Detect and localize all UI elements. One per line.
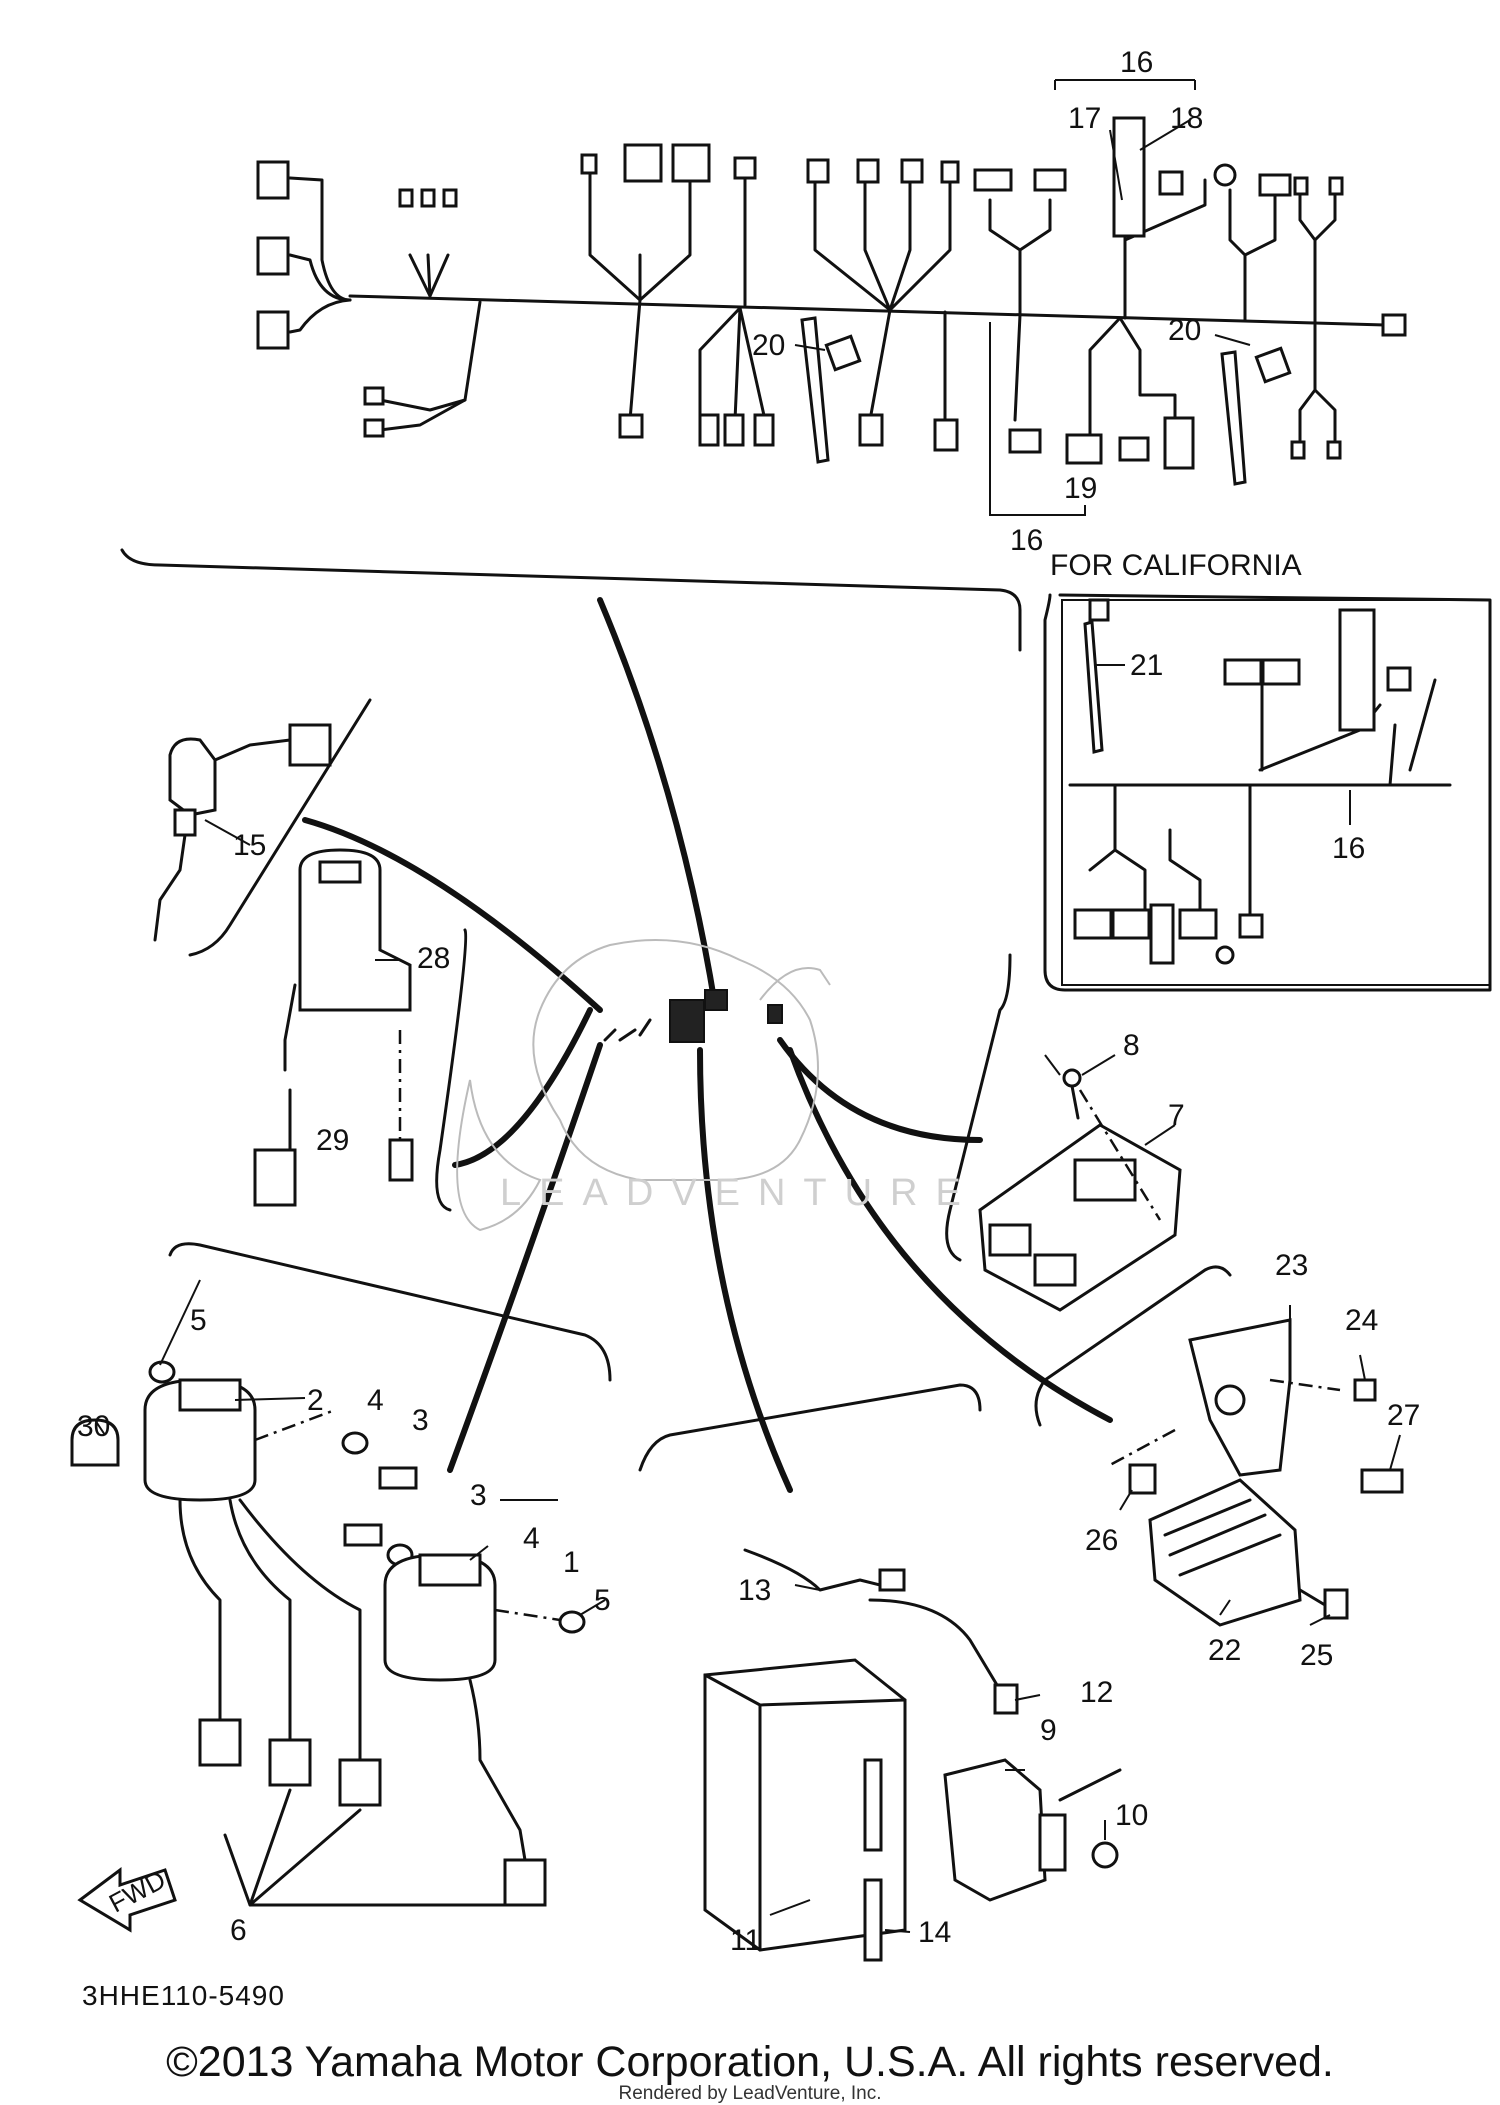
callout-5: 5 <box>594 1584 611 1617</box>
callout-leaders <box>94 119 1401 1933</box>
parts-rectifier-group <box>1109 1318 1404 1627</box>
callout-3: 3 <box>470 1479 487 1512</box>
diagram-reference-code: 3HHE110-5490 <box>82 1980 285 2011</box>
parts-battery-group <box>703 1548 1122 1962</box>
callout-2: 2 <box>307 1384 324 1417</box>
callout-18: 18 <box>1170 102 1203 135</box>
callout-16: 16 <box>1010 524 1043 557</box>
callout-4: 4 <box>367 1384 384 1417</box>
callout-14: 14 <box>918 1916 951 1949</box>
callout-16: 16 <box>1120 46 1153 79</box>
callout-19: 19 <box>1064 472 1097 505</box>
callout-4: 4 <box>523 1522 540 1555</box>
callout-10: 10 <box>1115 1799 1148 1832</box>
callout-8: 8 <box>1123 1029 1140 1062</box>
callout-25: 25 <box>1300 1639 1333 1672</box>
callout-6: 6 <box>230 1914 247 1947</box>
callout-3: 3 <box>412 1404 429 1437</box>
rendered-by-credit: Rendered by LeadVenture, Inc. <box>618 2083 882 2104</box>
wire-harness <box>256 79 1407 516</box>
callout-9: 9 <box>1040 1714 1057 1747</box>
callout-21: 21 <box>1130 649 1163 682</box>
group-outlines <box>120 548 1492 1472</box>
callout-1: 1 <box>563 1546 580 1579</box>
callout-20: 20 <box>752 329 785 362</box>
callout-5: 5 <box>190 1304 207 1337</box>
callout-20: 20 <box>1168 314 1201 347</box>
callout-28: 28 <box>417 942 450 975</box>
group-leader-lines <box>302 597 1113 1493</box>
callout-15: 15 <box>233 829 266 862</box>
motorcycle-silhouette: LEADVENTURE <box>456 939 979 1232</box>
callout-11: 11 <box>730 1924 761 1957</box>
callout-26: 26 <box>1085 1524 1118 1557</box>
parts-left-group <box>153 723 414 1207</box>
watermark-text: LEADVENTURE <box>500 1172 979 1214</box>
callout-30: 30 <box>77 1410 110 1443</box>
callout-7: 7 <box>1168 1099 1185 1132</box>
inset-title: FOR CALIFORNIA <box>1050 549 1302 582</box>
callout-27: 27 <box>1387 1399 1420 1432</box>
callout-22: 22 <box>1208 1634 1241 1667</box>
callout-16: 16 <box>1332 832 1365 865</box>
callout-23: 23 <box>1275 1249 1308 1282</box>
callout-29: 29 <box>316 1124 349 1157</box>
parts-ignition-coil-group: FWD <box>70 1360 586 1933</box>
parts-ecu-group <box>978 1068 1182 1312</box>
callout-17: 17 <box>1068 102 1101 135</box>
callout-numbers: 16 17 18 20 20 19 16 FOR CALIFORNIA 21 1… <box>77 46 1420 1957</box>
california-inset <box>1068 598 1452 965</box>
callout-13: 13 <box>738 1574 771 1607</box>
callout-24: 24 <box>1345 1304 1378 1337</box>
copyright-notice: ©2013 Yamaha Motor Corporation, U.S.A. A… <box>166 2038 1334 2086</box>
callout-12: 12 <box>1080 1676 1113 1709</box>
